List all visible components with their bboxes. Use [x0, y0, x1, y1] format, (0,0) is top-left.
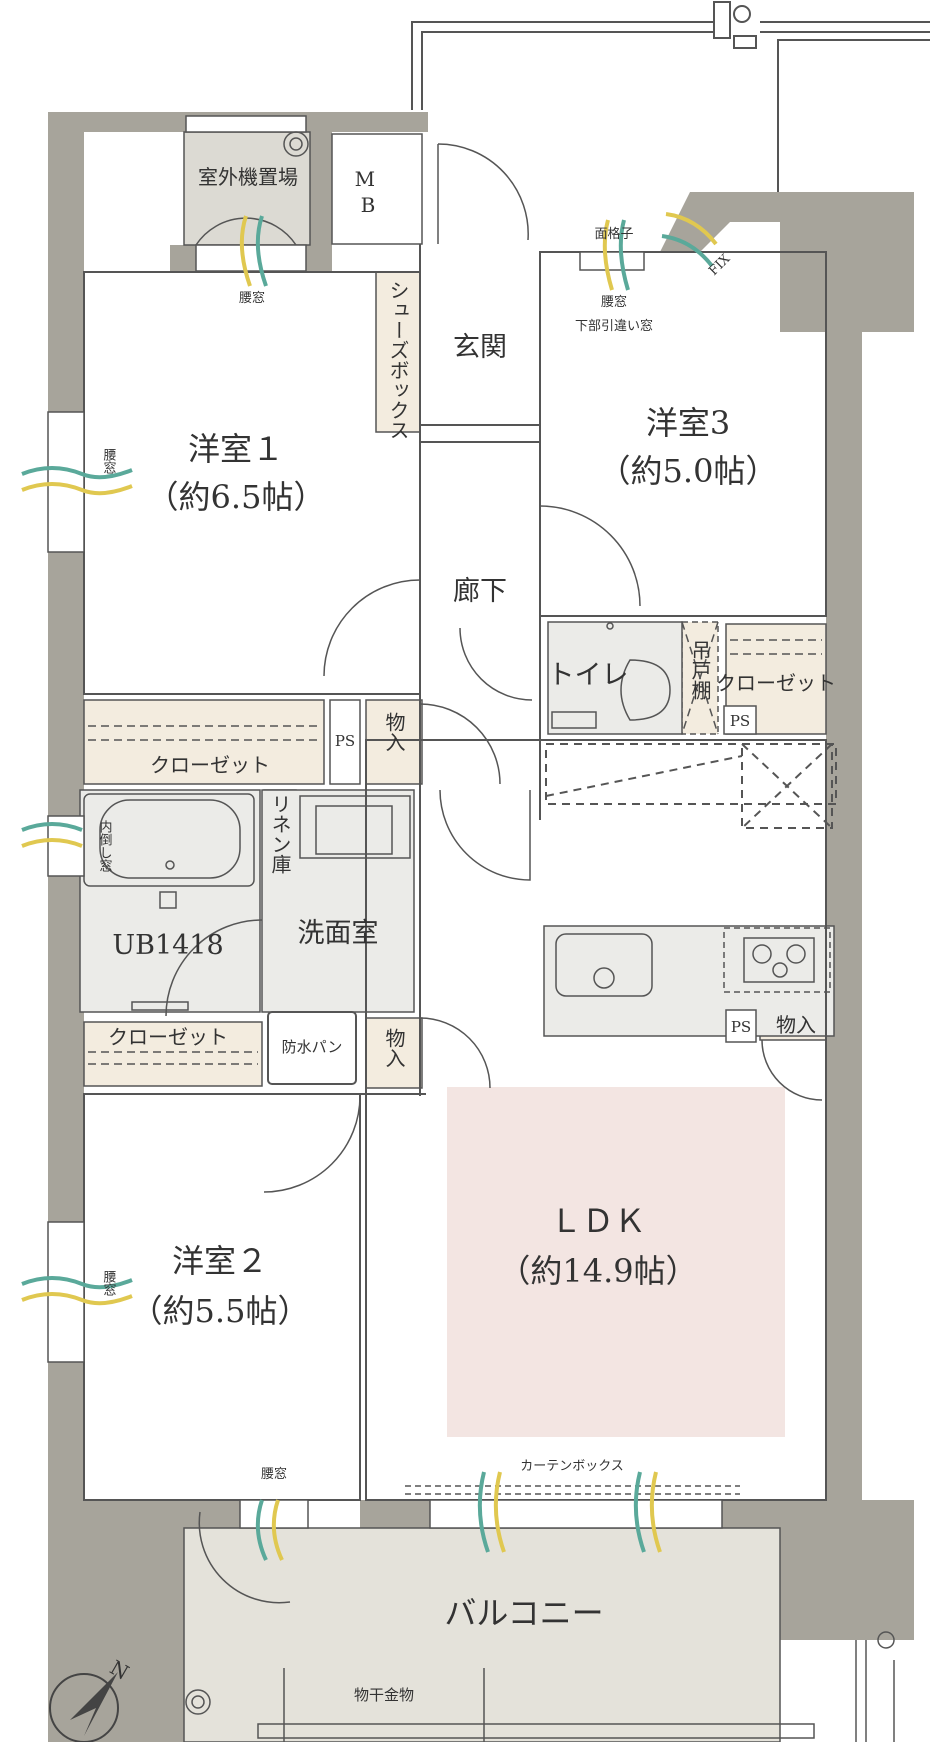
waterproof-pan-box: [267, 1011, 357, 1085]
drying-hardware-label: 物干金物: [354, 1686, 414, 1704]
koshi-window-label-2: 腰窓: [101, 448, 117, 474]
doors: [165, 143, 823, 1604]
room-bath: UB1418: [112, 930, 223, 961]
room-western3-size: （約5.0帖）: [599, 452, 778, 490]
wall-balcony-top-mid: [360, 1500, 430, 1528]
ps-box-2: [723, 705, 757, 735]
room-western3-name: 洋室3: [646, 404, 730, 442]
balcony-fixtures: [185, 131, 895, 1742]
wall-right-b: [826, 332, 862, 1510]
closet-rails: [88, 621, 822, 1065]
toilet-fixtures: [551, 622, 671, 729]
washbasin: [299, 795, 411, 859]
storage-linen: リネン庫: [268, 794, 292, 874]
shoebox-fill: [375, 271, 421, 433]
breeze-arrows: [21, 212, 718, 1561]
storage-closet1: クローゼット: [150, 753, 270, 777]
storage-mb-line1: M: [355, 167, 375, 191]
fix-label: FIX: [706, 251, 734, 279]
ps-label-2: PS: [730, 712, 750, 730]
ps-box-3: [725, 1009, 757, 1043]
wall-top-right-diag: [660, 192, 780, 252]
room-western1-name: 洋室１: [188, 430, 284, 468]
bathtub: [83, 793, 255, 1011]
curtain-box-label: カーテンボックス: [520, 1459, 624, 1474]
ps-label-1: PS: [335, 732, 355, 750]
koshi-window-label-4: 腰窓: [261, 1466, 287, 1482]
waterproof-pan-label: 防水パン: [282, 1038, 343, 1056]
room-western2-name: 洋室２: [172, 1242, 268, 1280]
room-western1-size: （約6.5帖）: [147, 478, 326, 516]
room-western2-size: （約5.5帖）: [131, 1292, 310, 1330]
storage-shoebox: シューズボックス: [386, 280, 410, 440]
koshi-window-label-3: 腰窓: [101, 1270, 117, 1296]
outdoor-unit-label: 室外機置場: [198, 165, 298, 189]
room-entrance: 玄関: [453, 332, 507, 363]
bath-fill: [79, 789, 261, 1013]
walls: [48, 112, 914, 1742]
koshi-window-label-1: 腰窓: [239, 290, 265, 306]
koshi-window-label-5: 腰窓: [601, 294, 627, 310]
wall-balcony-top-left: [184, 1500, 244, 1528]
storage-mb-line2: B: [361, 193, 376, 217]
wall-right-top: [780, 192, 914, 222]
ps-box-1: [329, 699, 361, 785]
storage-closet2: クローゼット: [108, 1025, 228, 1049]
wall-bottom-right: [780, 1500, 914, 1640]
storage-mb: M B: [355, 167, 382, 217]
room-corridor: 廊下: [453, 576, 507, 607]
room-washroom: 洗面室: [298, 918, 379, 949]
washroom-fill: [261, 789, 415, 1013]
inward-window-label: 内倒し窓: [97, 819, 113, 872]
wall-top-mid: [310, 112, 332, 272]
room-ldk-size: （約14.9帖）: [498, 1252, 697, 1290]
wall-right-c: [780, 222, 830, 332]
storage-b-label: 物入: [382, 1028, 406, 1068]
closet1-fill: [83, 699, 325, 785]
room-toilet: トイレ: [548, 660, 629, 691]
wall-left-room2-bottom: [84, 1500, 184, 1528]
ps-boxes: [329, 699, 757, 1043]
ldk-highlight: [447, 1087, 785, 1437]
labels: 洋室１ （約6.5帖） 洋室3 （約5.0帖） 洋室２ （約5.5帖） ＬＤＫ …: [97, 165, 837, 1704]
room-fills: [79, 131, 835, 1742]
wall-balcony-top-right: [722, 1500, 780, 1528]
closet2-fill: [83, 1021, 263, 1087]
wall-left: [48, 112, 84, 1742]
toilet-fill: [547, 621, 683, 735]
ps-label-3: PS: [731, 1018, 751, 1036]
balcony-area: [183, 1527, 781, 1742]
storage-hanging-shelf: 吊戸棚: [688, 640, 712, 700]
room-balcony: バルコニー: [444, 1594, 603, 1632]
storage-closet3: クローゼット: [716, 671, 836, 695]
kitchen-counter: [543, 925, 835, 1037]
storage-a-label: 物入: [382, 712, 406, 752]
north-compass-icon: [49, 1672, 119, 1742]
mb-box: [331, 133, 423, 245]
kitchen-fixtures: [555, 927, 831, 997]
top-rail: [411, 1, 930, 192]
grille-label: 面格子: [594, 226, 633, 242]
room-ldk-name: ＬＤＫ: [550, 1202, 646, 1240]
lower-sliding-label: 下部引違い窓: [575, 318, 653, 334]
wall-bottom-left: [48, 1500, 184, 1742]
storage-c-label: 物入: [776, 1013, 816, 1037]
